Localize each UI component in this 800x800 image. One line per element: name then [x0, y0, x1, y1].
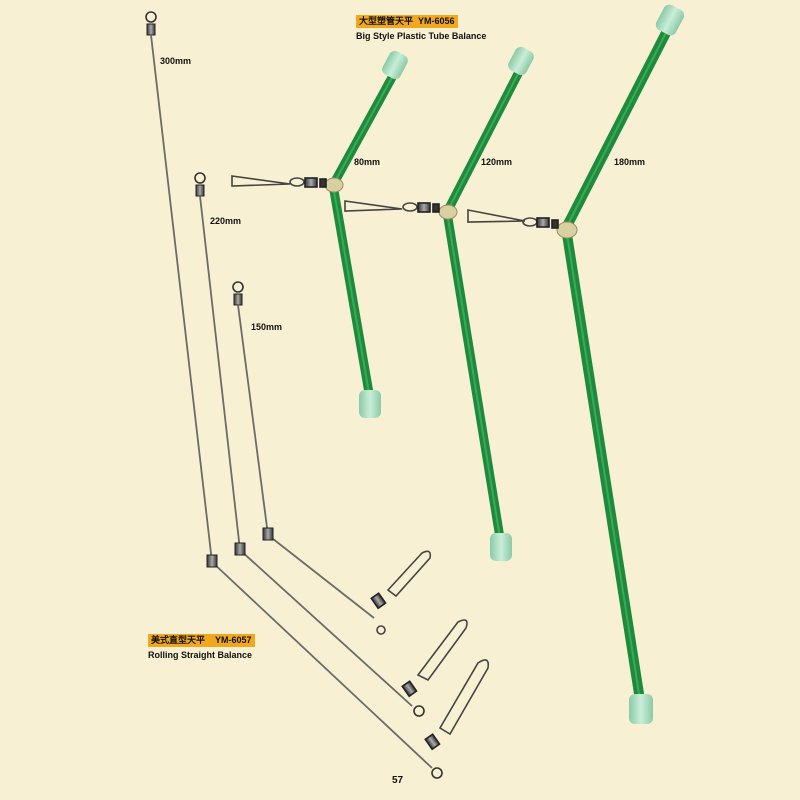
tube-balance-model: YM-6056 [418, 16, 455, 26]
wire-length-150mm: 150mm [251, 322, 283, 332]
tube-length-180mm: 180mm [614, 157, 646, 167]
wire-length-220mm: 220mm [210, 216, 242, 226]
wire-snap-300mm [424, 659, 490, 751]
straight-balance-english-name: Rolling Straight Balance [148, 650, 253, 660]
page-number: 57 [392, 775, 404, 786]
wire-balance-300mm [145, 11, 443, 779]
tube-balance-caption: 大型塑管天平 YM-6056 Big Style Plastic Tube Ba… [356, 11, 486, 41]
wire-length-300mm: 300mm [160, 56, 192, 66]
wire-balance-220mm [194, 172, 425, 717]
straight-balance-caption: 美式直型天平 YM-6057 Rolling Straight Balance [148, 630, 255, 660]
wire-balance-150mm [232, 281, 375, 619]
straight-balance-chinese-name: 美式直型天平 [151, 635, 206, 645]
tube-balance-120mm [438, 46, 534, 561]
wire-snap-220mm [401, 619, 468, 698]
tube-balance-chinese-name: 大型塑管天平 [359, 16, 414, 26]
snap-swivel-80mm [231, 175, 327, 188]
snap-swivel-120mm [344, 200, 440, 213]
tube-balance-english-name: Big Style Plastic Tube Balance [356, 31, 487, 41]
straight-balance-model: YM-6057 [215, 635, 252, 645]
tube-length-120mm: 120mm [481, 157, 513, 167]
tube-balance-180mm [556, 4, 685, 724]
snap-swivel-180mm [467, 209, 559, 229]
wire-snap-150mm [370, 550, 432, 635]
straight-balance-code-label: 美式直型天平 YM-6057 [148, 634, 255, 647]
tube-length-80mm: 80mm [354, 157, 381, 167]
tube-balance-code-label: 大型塑管天平 YM-6056 [356, 15, 458, 28]
tube-balance-80mm [324, 50, 408, 418]
